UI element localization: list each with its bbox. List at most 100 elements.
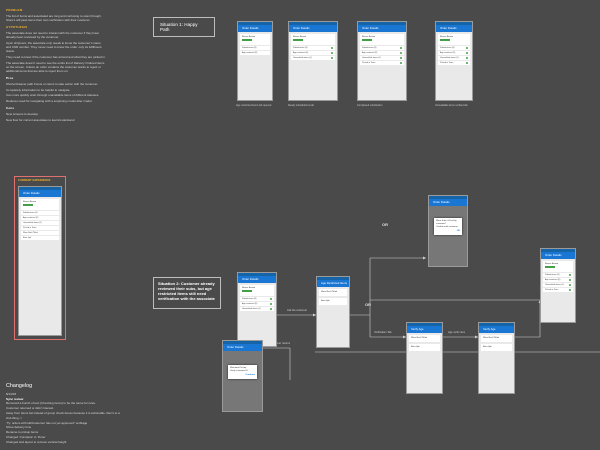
changelog-item: “Ty: orders with kid/Customer has not ye… [6,420,88,425]
list-item[interactable]: Age restricted (2) [291,50,335,55]
list-item[interactable]: Unavailable items (1) [543,282,573,287]
dialog-text: Confirm with customer [436,226,458,228]
list-item[interactable]: Unavailable items (1) [360,55,404,60]
check-icon [466,51,468,54]
app-bar-title: Order Details [223,344,262,351]
hypothesis-title: HYPOTHESIS [6,25,28,30]
customer-card: Reese Brown [21,199,59,210]
item-card[interactable]: Wine Red 750ml [319,289,347,296]
phone-s2-2: Age Restricted Items Wine Red 750ml Beer… [316,276,350,348]
phone-s2-verify-1: Verify Age Wine Red 750ml Beer 6pk [406,322,443,394]
customer-name: Reese Brown [242,36,256,38]
check-icon [331,56,333,59]
changelog-section: Sync review [6,396,24,401]
changelog-item: Changed and layout to remove vertical he… [6,439,67,444]
list-item[interactable]: Beer 6pk [21,235,59,240]
app-bar-title: Order Details [19,190,61,197]
check-icon [400,46,402,49]
phone-s1-4: Order Details Reese Brown Substitutions … [435,21,473,101]
flow-label: Age verify item [448,331,466,334]
list-item[interactable]: Unavailable items (1) [438,55,470,60]
app-bar-title: Order Details [429,199,467,206]
list-item[interactable]: Age restricted (2) [21,215,59,220]
list-item[interactable]: Substitutions (3) [438,45,470,50]
status-badge [440,39,450,41]
list-item[interactable]: Unavailable items (1) [21,220,59,225]
phone-s2-1: Order Details Reese Brown Substitutions … [237,272,277,347]
list-item[interactable]: Age restricted (2) [360,50,404,55]
status-badge [23,204,33,206]
changelog-item: Show delivery time [6,425,32,430]
list-item[interactable]: Picked in Totes [21,225,59,230]
status-badge [242,290,252,292]
check-icon [270,297,272,300]
app-bar-title: Order Details [238,276,276,283]
list-item[interactable]: Age restricted (2) [240,50,270,55]
app-bar-title: Verify Age [407,326,442,333]
current-experience-title: CURRENT EXPERIENCE [18,178,51,182]
check-icon [331,46,333,49]
pros-text: Shorter/cleaner path.Focus on items to t… [6,81,99,86]
changelog-item: Changed ‘Complete’ to ‘Done’ [6,434,46,439]
item-name: Wine Red 750ml [411,337,428,339]
list-item[interactable]: Substitutions (3) [291,45,335,50]
dialog-title: Were Subs OK-ed by customer? [436,220,457,225]
caption: Age restricted items tab opened [236,104,272,107]
list-item[interactable]: Substitutions (3) [240,296,274,301]
list-item[interactable]: Substitutions (3) [21,210,59,215]
dialog-title: Welcome Pickup [230,367,247,369]
item-card[interactable]: Beer 6pk [409,344,440,351]
list-item[interactable]: Age restricted (2) [543,277,573,282]
scenario-2-title: reviewed their subs, but age [158,286,212,291]
flow-label: Ask the customer [287,309,308,312]
customer-card: Reese Brown [240,34,270,45]
list-item[interactable]: Age restricted (2) [240,301,274,306]
check-icon [270,302,272,305]
notes-panel: PROBLEM The list of items and associated… [6,5,106,122]
customer-card: Reese Brown [543,261,573,272]
phone-s2-final: Order Details Reese Brown Substitutions … [540,248,576,323]
list-item[interactable]: Unavailable items (1) [240,306,274,311]
customer-card: Reese Brown [438,34,470,45]
hypothesis-text: The associate doesn’t need to see the en… [6,60,105,73]
status-badge [362,39,372,41]
list-item[interactable]: Substitutions (3) [240,45,270,50]
customer-name: Reese Brown [362,36,376,38]
list-item[interactable]: Substitutions (3) [360,45,404,50]
item-name: Beer 6pk [411,346,420,348]
check-icon [400,56,402,59]
pros-text: Completely information to be helpful to … [6,87,71,92]
item-card[interactable]: Beer 6pk [481,344,512,351]
changelog-date: 8/13/18 [6,391,17,396]
phone-s1-2: Order Details Reese Brown Substitutions … [288,21,338,101]
list-item[interactable]: Substitutions (3) [543,272,573,277]
dialog-ok-button[interactable]: OK [456,230,460,232]
item-card[interactable]: Wine Red 750ml [481,335,512,342]
changelog-item: Rename to pickup items [6,430,39,435]
problem-text: The list of items and associated are lon… [6,13,102,22]
item-name: Wine Red 750ml [483,337,500,339]
app-bar-title: Verify Age [479,326,514,333]
welcome-dialog: Welcome Pickup Verify customer ID Contin… [228,365,257,379]
check-icon [400,51,402,54]
problem-title: PROBLEM [6,8,23,12]
list-item[interactable]: Picked in Totes [543,287,573,292]
dialog-continue-button[interactable]: Continue [245,374,255,376]
phone-s2-dialog: Order Details Were Subs OK-ed by custome… [428,195,468,267]
item-card[interactable]: Wine Red 750ml [409,335,440,342]
status-badge [293,39,303,41]
customer-name: Reese Brown [440,36,454,38]
list-item[interactable]: Unavailable items (1) [291,55,335,60]
list-item[interactable]: Wine Red 750ml [21,230,59,235]
list-item[interactable]: Picked in Totes [438,60,470,65]
check-icon [466,46,468,49]
app-bar-title: Order Details [238,25,272,32]
pros-text: Reduces need for navigating with a surpr… [6,98,93,103]
list-item[interactable]: Age restricted (2) [438,50,470,55]
app-bar-title: Age Restricted Items [317,280,349,287]
pros-title: Pros [6,76,14,81]
changelog-item: Customer returned or didn’t interact. [6,406,55,411]
item-card[interactable]: Beer 6pk [319,298,347,305]
list-item[interactable]: Picked in Totes [360,60,404,65]
scenario-2-title: Situation 2: Customer already [158,281,215,286]
